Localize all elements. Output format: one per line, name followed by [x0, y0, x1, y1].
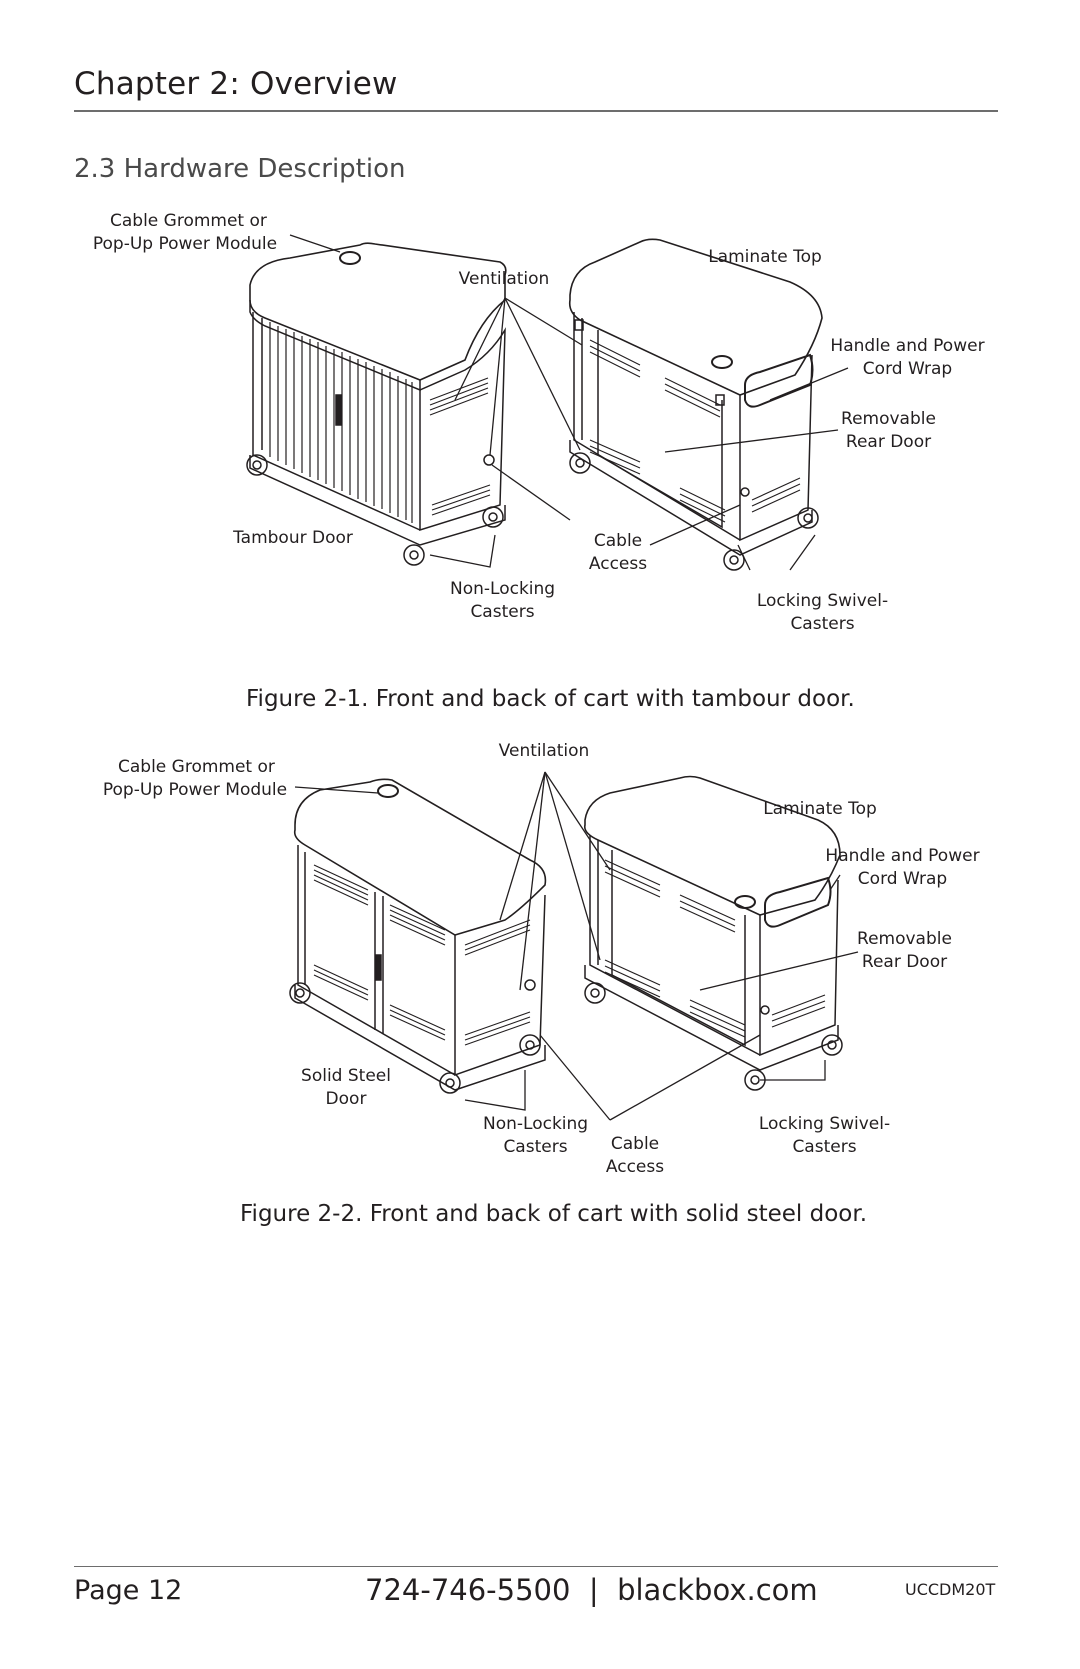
- figure-1-leader-lines: [289, 234, 849, 571]
- label-locking-swivel-casters-2: Casters: [790, 614, 855, 634]
- label-handle-power-2: Cord Wrap: [862, 359, 953, 379]
- label-cable-access-2: Access: [605, 1157, 665, 1177]
- label-locking-swivel-casters-1: Locking Swivel-: [758, 1114, 891, 1134]
- front-cart-steel: [289, 778, 547, 1094]
- back-cart-tambour: [568, 238, 823, 571]
- figure-1-caption: Figure 2-1. Front and back of cart with …: [246, 686, 855, 712]
- label-ventilation: Ventilation: [458, 269, 550, 289]
- model-code: UCCDM20T: [905, 1580, 996, 1599]
- label-non-locking-casters-2: Casters: [503, 1137, 568, 1157]
- label-solid-steel-door-2: Door: [325, 1089, 367, 1109]
- label-cable-access-1: Cable: [610, 1134, 660, 1154]
- label-removable-rear-door-2: Rear Door: [845, 432, 932, 452]
- label-cable-access-2: Access: [588, 554, 648, 574]
- label-tambour-door: Tambour Door: [233, 528, 353, 548]
- label-ventilation: Ventilation: [498, 741, 590, 761]
- label-laminate-top: Laminate Top: [763, 799, 877, 819]
- figure-2-leader-lines: [294, 771, 859, 1121]
- label-locking-swivel-casters-1: Locking Swivel-: [756, 591, 889, 611]
- label-cable-grommet-2: Pop-Up Power Module: [102, 780, 288, 800]
- label-cable-grommet-2: Pop-Up Power Module: [92, 234, 278, 254]
- label-removable-rear-door-2: Rear Door: [861, 952, 948, 972]
- header-rule: [74, 110, 998, 112]
- back-cart-steel: [583, 775, 843, 1091]
- label-removable-rear-door-1: Removable: [857, 929, 952, 949]
- label-cable-access-1: Cable: [593, 531, 643, 551]
- footer-contact: 724-746-5500 | blackbox.com: [365, 1573, 818, 1607]
- label-non-locking-casters-1: Non-Locking: [483, 1114, 589, 1134]
- section-title: 2.3 Hardware Description: [74, 154, 406, 184]
- label-locking-swivel-casters-2: Casters: [792, 1137, 857, 1157]
- front-cart-tambour: [246, 242, 507, 566]
- chapter-title: Chapter 2: Overview: [74, 66, 398, 102]
- label-non-locking-casters-1: Non-Locking: [450, 579, 556, 599]
- label-cable-grommet-1: Cable Grommet or: [110, 211, 267, 231]
- label-cable-grommet-1: Cable Grommet or: [118, 757, 275, 777]
- figure-2-caption: Figure 2-2. Front and back of cart with …: [240, 1201, 868, 1227]
- label-removable-rear-door-1: Removable: [841, 409, 936, 429]
- label-handle-power-1: Handle and Power: [830, 336, 985, 356]
- page-number: Page 12: [74, 1575, 183, 1606]
- label-handle-power-1: Handle and Power: [825, 846, 980, 866]
- footer-rule: [74, 1566, 998, 1567]
- label-non-locking-casters-2: Casters: [470, 602, 535, 622]
- label-handle-power-2: Cord Wrap: [857, 869, 948, 889]
- label-laminate-top: Laminate Top: [708, 247, 822, 267]
- label-solid-steel-door-1: Solid Steel: [301, 1066, 391, 1086]
